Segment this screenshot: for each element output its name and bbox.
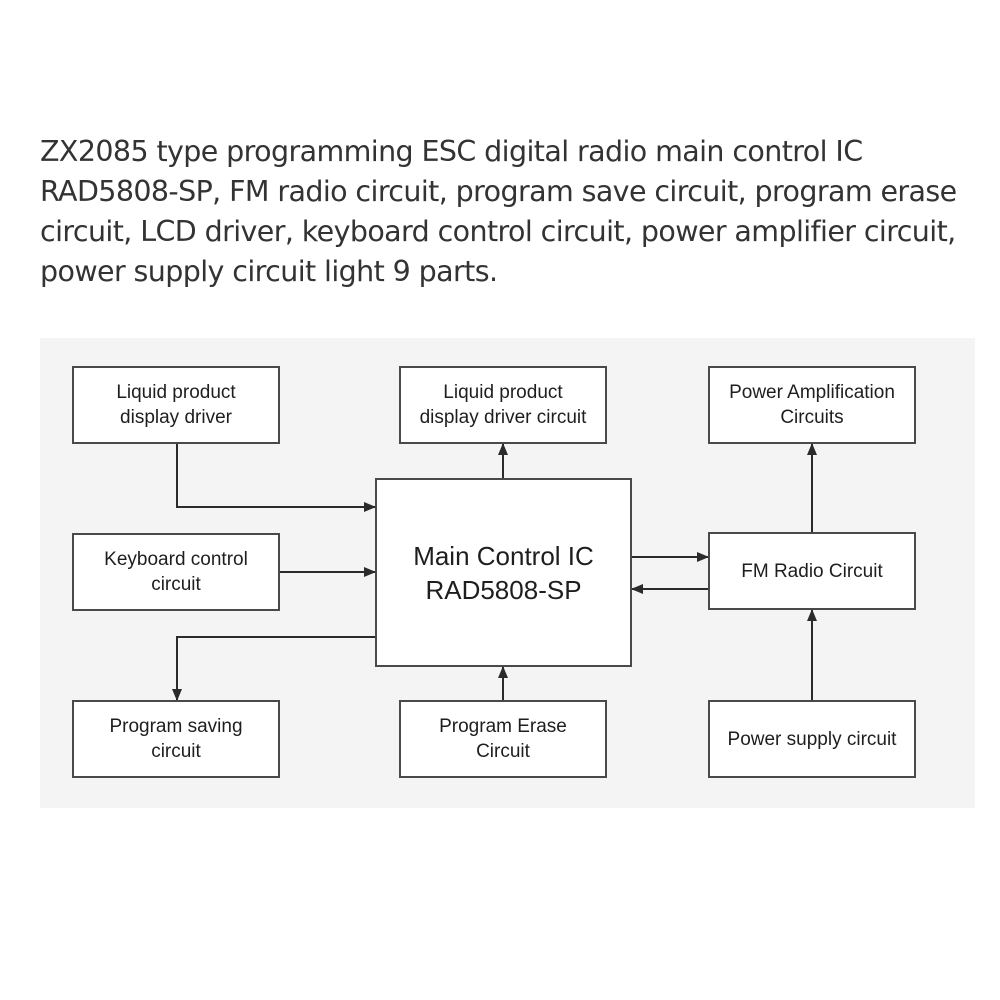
node-program-erase-label: Program Erase Circuit: [439, 716, 567, 762]
node-fm-radio-label: FM Radio Circuit: [741, 560, 883, 582]
node-program-erase: Program Erase Circuit: [399, 700, 607, 778]
node-keyboard-control-label: Keyboard control circuit: [104, 549, 248, 595]
node-power-amplification: Power Amplification Circuits: [708, 366, 916, 444]
node-lcd-driver-label: Liquid product display driver: [116, 382, 236, 428]
arrow-main-ic-to-program-saving: [172, 636, 375, 701]
node-lcd-driver-circuit-label: Liquid product display driver circuit: [419, 382, 587, 428]
node-main-control-ic: Main Control IC RAD5808-SP: [375, 478, 632, 667]
node-lcd-driver-circuit: Liquid product display driver circuit: [399, 366, 607, 444]
arrow-lcd-driver-to-main-ic: [176, 444, 376, 512]
node-program-saving-label: Program saving circuit: [109, 716, 243, 762]
node-main-control-ic-label: Main Control IC RAD5808-SP: [413, 540, 594, 605]
node-power-amplification-label: Power Amplification Circuits: [729, 382, 895, 428]
node-fm-radio: FM Radio Circuit: [708, 532, 916, 610]
node-power-supply-label: Power supply circuit: [727, 728, 897, 750]
node-program-saving: Program saving circuit: [72, 700, 280, 778]
node-lcd-driver: Liquid product display driver: [72, 366, 280, 444]
node-power-supply: Power supply circuit: [708, 700, 916, 778]
node-keyboard-control: Keyboard control circuit: [72, 533, 280, 611]
description-text: ZX2085 type programming ESC digital radi…: [40, 135, 957, 288]
